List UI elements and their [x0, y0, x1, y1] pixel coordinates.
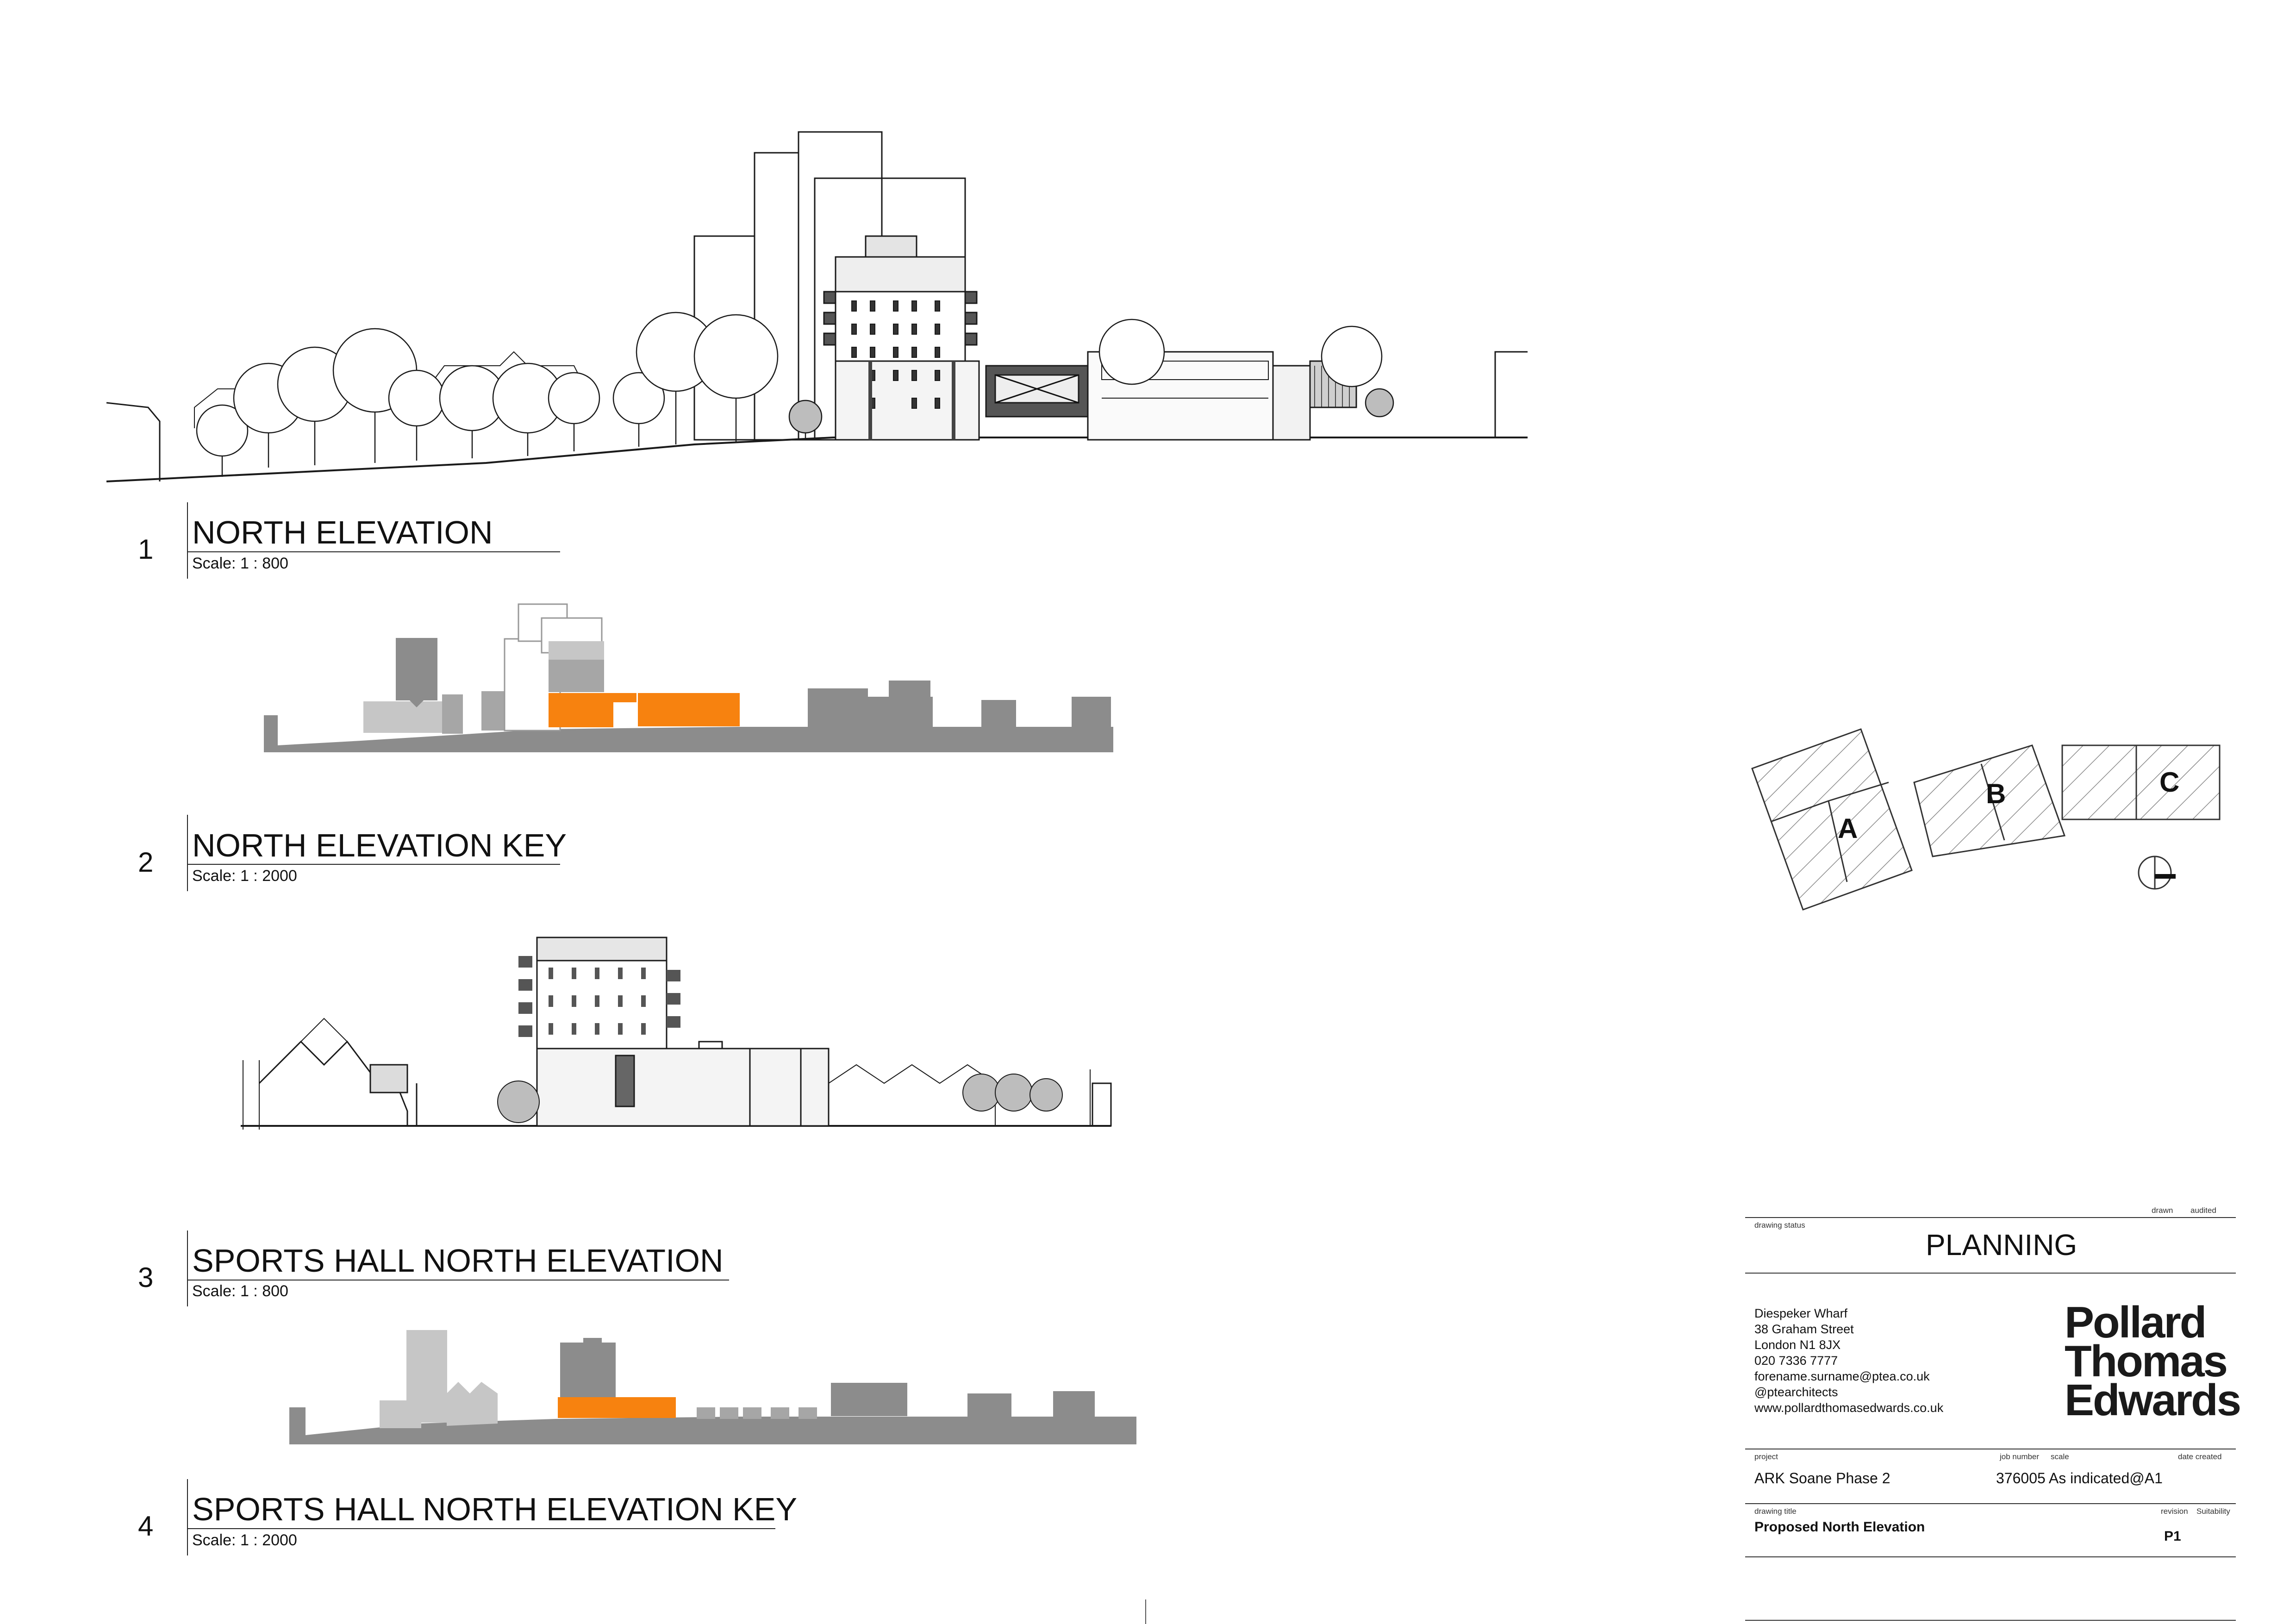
view-2-title: NORTH ELEVATION KEY [192, 827, 567, 863]
view-2-scale: Scale: 1 : 2000 [192, 867, 297, 885]
north-elevation-drawing [106, 131, 1528, 482]
address-line: 38 Graham Street [1754, 1322, 1854, 1336]
drawing-status-value: PLANNING [1926, 1228, 2078, 1262]
view-3-number: 3 [138, 1262, 154, 1293]
address-email: forename.surname@ptea.co.uk [1754, 1369, 1930, 1383]
address-social: @ptearchitects [1754, 1385, 1838, 1399]
key-plan-block-c [2061, 744, 2221, 820]
key-plan-label-b: B [1986, 778, 2006, 809]
address-line: London N1 8JX [1754, 1338, 1841, 1352]
logo-line: Edwards [2065, 1375, 2241, 1425]
key-plan [1751, 728, 2221, 911]
view-1-number: 1 [138, 534, 154, 565]
key-plan-label-c: C [2159, 767, 2180, 798]
audited-label: audited [2190, 1206, 2216, 1215]
view-3-title: SPORTS HALL NORTH ELEVATION [192, 1243, 724, 1279]
suitability-label: Suitability [2196, 1507, 2230, 1516]
drawing-title-label: drawing title [1754, 1507, 1797, 1516]
key-plan-block-a [1751, 728, 1913, 911]
company-logo: Pollard Thomas Edwards [2065, 1298, 2241, 1425]
highlight-block-c [558, 1397, 676, 1418]
view-2-number: 2 [138, 847, 154, 878]
residential-block [823, 235, 980, 441]
office-address: Diespeker Wharf 38 Graham Street London … [1754, 1305, 1943, 1416]
sports-hall-north-elevation-drawing [241, 937, 1112, 1130]
sports-hall-north-elevation-key-drawing [289, 1330, 1136, 1444]
date-created-label: date created [2178, 1452, 2222, 1461]
address-website: www.pollardthomasedwards.co.uk [1754, 1401, 1944, 1415]
view-1-scale: Scale: 1 : 800 [192, 555, 288, 572]
north-elevation-key-drawing [264, 603, 1113, 752]
highlight-block-a [549, 693, 613, 727]
view-3-scale: Scale: 1 : 800 [192, 1282, 288, 1300]
scale-label: scale [2051, 1452, 2069, 1461]
key-plan-block-b [1913, 744, 2066, 857]
drawing-status-label: drawing status [1754, 1221, 1805, 1230]
key-plan-label-a: A [1838, 813, 1858, 844]
job-number-scale-value: 376005 As indicated@A1 [1996, 1470, 2163, 1487]
project-label: project [1754, 1452, 1778, 1461]
address-phone: 020 7336 7777 [1754, 1354, 1838, 1368]
trees [196, 312, 1394, 477]
view-4-number: 4 [138, 1511, 154, 1542]
title-block-frame [1745, 1217, 2236, 1621]
view-4-title: SPORTS HALL NORTH ELEVATION KEY [192, 1491, 798, 1527]
view-title-rules [187, 502, 775, 1555]
north-point-icon [2138, 856, 2176, 890]
highlight-block-b [638, 693, 740, 726]
revision-label: revision [2161, 1507, 2188, 1516]
link-bridge [985, 365, 1089, 418]
job-number-label: job number [2000, 1452, 2040, 1461]
view-1-title: NORTH ELEVATION [192, 514, 493, 550]
drawing-title-value: Proposed North Elevation [1754, 1519, 1925, 1535]
logo-line: Pollard [2065, 1298, 2207, 1347]
logo-line: Thomas [2065, 1337, 2228, 1386]
revision-value: P1 [2164, 1529, 2181, 1544]
address-line: Diespeker Wharf [1754, 1306, 1848, 1320]
project-value: ARK Soane Phase 2 [1754, 1470, 1890, 1487]
drawn-label: drawn [2152, 1206, 2173, 1215]
view-4-scale: Scale: 1 : 2000 [192, 1531, 297, 1549]
